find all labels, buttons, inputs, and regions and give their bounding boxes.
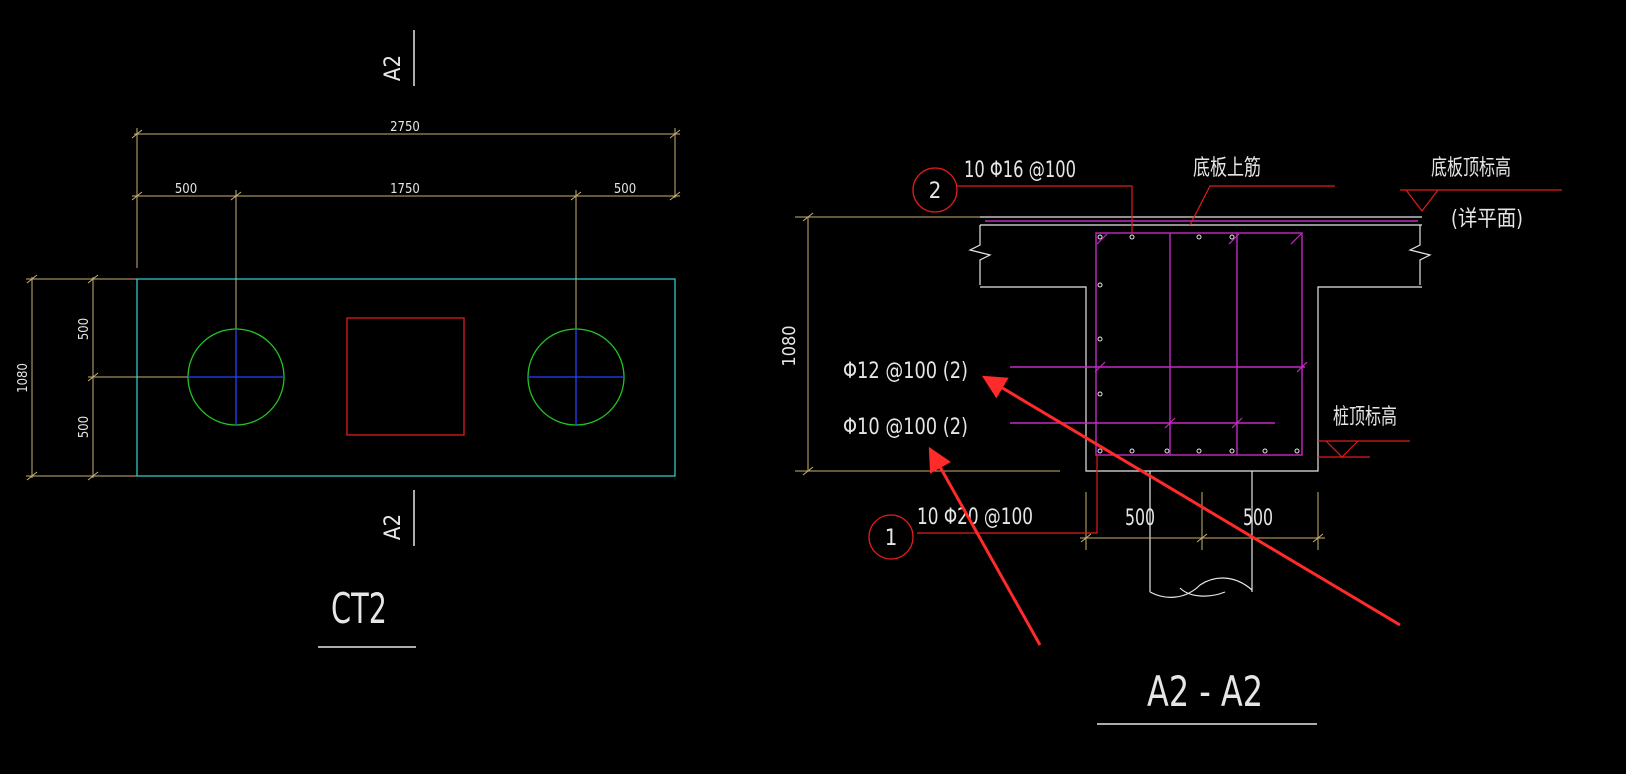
overall-dimension (131, 128, 681, 268)
stirrup-1: Φ12 @100 (2) (843, 359, 968, 384)
segment-dimension (131, 190, 681, 330)
slab-top-elevation: 底板顶标高 (1431, 156, 1511, 181)
plan-title: CT2 (331, 584, 387, 633)
rebar-bottom-callout: 10 Φ20 @100 (917, 505, 1033, 530)
annotation-arrow-lower (928, 446, 1042, 646)
dim-left: 500 (175, 182, 197, 197)
vertical-dimension (26, 274, 190, 481)
annotation-arrow-upper (981, 375, 1401, 627)
rebar-bars (1097, 234, 1300, 454)
section-outline (968, 216, 1432, 472)
dim-half-left: 500 (1125, 506, 1155, 531)
stirrup-2: Φ10 @100 (2) (843, 415, 968, 440)
rebar-cage (985, 220, 1418, 456)
marker-2-circle (912, 167, 958, 213)
top-bar-label: 底板上筋 (1193, 156, 1261, 181)
marker-1: 1 (885, 526, 898, 551)
dim-height-top: 500 (77, 318, 92, 340)
dim-right: 500 (614, 182, 636, 197)
bottom-dimension (1080, 492, 1325, 550)
column-outline (346, 317, 465, 436)
depth-dimension (795, 212, 1060, 476)
dim-half-right: 500 (1243, 506, 1273, 531)
pile-cap-outline (136, 278, 676, 477)
section-view: 1080 500 500 2 (779, 156, 1562, 725)
pile-top-elevation: 桩顶标高 (1333, 405, 1397, 430)
dim-height-total: 1080 (16, 363, 31, 393)
pile-top-elevation-symbol (1318, 440, 1410, 458)
rebar-top-callout: 10 Φ16 @100 (964, 158, 1076, 183)
marker-1-circle (868, 514, 914, 560)
section-mark-top: A2 (381, 55, 406, 81)
section-mark-bottom: A2 (381, 514, 406, 540)
dim-overall: 2750 (390, 120, 420, 135)
slab-elevation-symbol (1400, 189, 1562, 212)
annotation-arrows (928, 375, 1401, 646)
rebar-hooks (1094, 233, 1308, 429)
slab-top-note: (详平面) (1451, 207, 1523, 232)
dim-middle: 1750 (390, 182, 420, 197)
depth-value: 1080 (779, 325, 800, 366)
marker-2: 2 (929, 179, 942, 204)
plan-view: A2 A2 2750 500 1750 500 (16, 30, 681, 648)
section-title: A2 - A2 (1147, 667, 1263, 716)
dim-height-bottom: 500 (77, 416, 92, 438)
pile-shaft (1149, 471, 1253, 598)
